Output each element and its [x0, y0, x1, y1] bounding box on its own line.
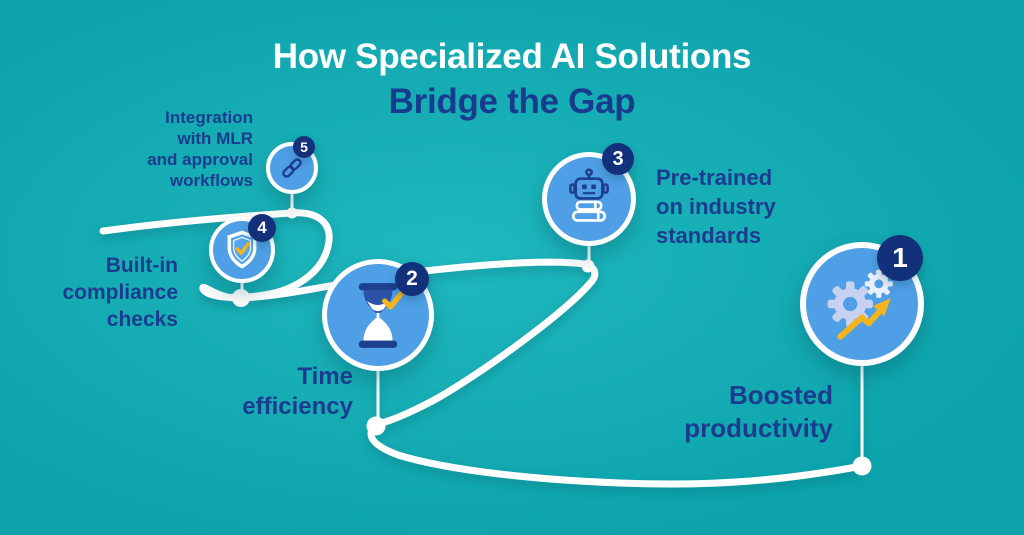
- step-number-badge-1: 1: [877, 235, 923, 281]
- step-label-integration-workflows: Integration with MLR and approval workfl…: [147, 108, 253, 190]
- gears-growth-icon: [827, 269, 893, 340]
- step-number-badge-3: 3: [602, 143, 634, 175]
- step-number-badge-5: 5: [293, 136, 315, 158]
- path-dots: [232, 207, 872, 476]
- hourglass-check-icon: [358, 282, 404, 348]
- chain-link-icon: [282, 158, 302, 178]
- step-node-1: [800, 242, 924, 366]
- dot-step2: [366, 416, 386, 436]
- page-title: How Specialized AI Solutions Bridge the …: [0, 34, 1024, 124]
- step-label-time-efficiency: Time efficiency: [242, 363, 353, 420]
- step-number-badge-4: 4: [248, 214, 276, 242]
- step-label-compliance-checks: Built-in compliance checks: [62, 254, 178, 331]
- title-line-2: Bridge the Gap: [388, 82, 636, 121]
- dot-step1: [852, 456, 872, 476]
- shield-check-icon: [227, 230, 257, 269]
- robot-books-icon: [569, 168, 609, 222]
- step-number-badge-2: 2: [395, 262, 429, 296]
- step-label-boosted-productivity: Boosted productivity: [684, 380, 833, 443]
- step-label-pre-trained: Pre-trained on industry standards: [656, 165, 776, 248]
- title-line-1: How Specialized AI Solutions: [272, 37, 752, 76]
- dot-step3: [581, 259, 595, 273]
- dot-step5: [286, 207, 298, 219]
- dot-step4: [232, 289, 250, 307]
